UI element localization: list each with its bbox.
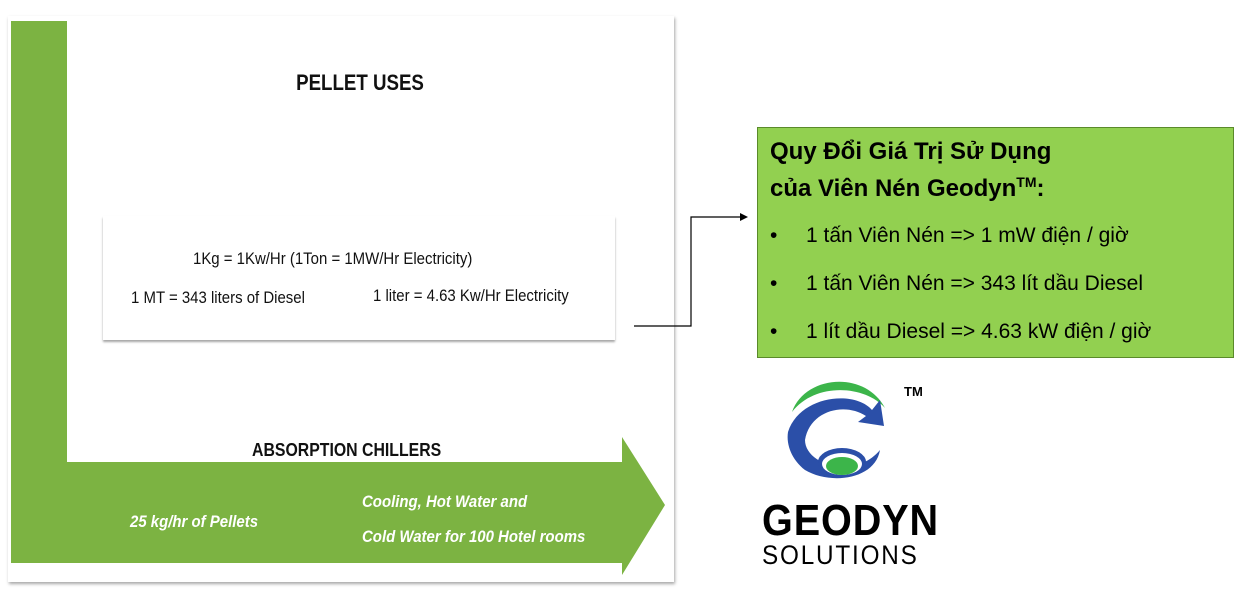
absorption-chillers-heading: ABSORPTION CHILLERS — [252, 440, 442, 460]
conversion-line-2a: 1 MT = 343 liters of Diesel — [131, 288, 305, 307]
bullet-icon: • — [770, 272, 778, 295]
summary-heading-2: của Viên Nén GeodynTM: — [770, 174, 1045, 203]
connector-arrow — [634, 213, 748, 327]
bullet-icon: • — [770, 224, 778, 247]
pellets-rate: 25 kg/hr of Pellets — [130, 512, 259, 531]
conversion-summary-box: Quy Đổi Giá Trị Sử Dụng của Viên Nén Geo… — [757, 127, 1234, 358]
output-line-1: Cooling, Hot Water and — [362, 492, 528, 511]
logo-sub: SOLUTIONS — [762, 540, 919, 570]
conversion-line-1: 1Kg = 1Kw/Hr (1Ton = 1MW/Hr Electricity) — [193, 249, 473, 268]
tm-mark: TM — [1016, 174, 1037, 190]
list-item-text: 1 tấn Viên Nén => 343 lít dầu Diesel — [806, 272, 1144, 295]
pellet-uses-title: PELLET USES — [296, 70, 424, 95]
list-item: • 1 tấn Viên Nén => 343 lít dầu Diesel — [770, 272, 1143, 296]
conversion-line-2b: 1 liter = 4.63 Kw/Hr Electricity — [373, 286, 569, 305]
output-line-2: Cold Water for 100 Hotel rooms — [362, 527, 586, 546]
heading-text: của Viên Nén Geodyn — [770, 175, 1017, 202]
l-arrow-shape — [11, 21, 665, 575]
geodyn-logo: TM GEODYN SOLUTIONS — [760, 370, 938, 580]
heading-colon: : — [1036, 175, 1045, 202]
summary-heading-1: Quy Đổi Giá Trị Sử Dụng — [770, 138, 1052, 165]
bullet-icon: • — [770, 320, 778, 343]
list-item-text: 1 lít dầu Diesel => 4.63 kW điện / giờ — [806, 320, 1152, 343]
list-item: • 1 tấn Viên Nén => 1 mW điện / giờ — [770, 224, 1129, 248]
conversion-card: 1Kg = 1Kw/Hr (1Ton = 1MW/Hr Electricity)… — [103, 216, 615, 340]
logo-tm: TM — [904, 384, 923, 399]
globe-swirl-icon — [787, 381, 885, 479]
list-item-text: 1 tấn Viên Nén => 1 mW điện / giờ — [806, 224, 1129, 247]
logo-name: GEODYN — [762, 496, 940, 545]
list-item: • 1 lít dầu Diesel => 4.63 kW điện / giờ — [770, 320, 1151, 344]
